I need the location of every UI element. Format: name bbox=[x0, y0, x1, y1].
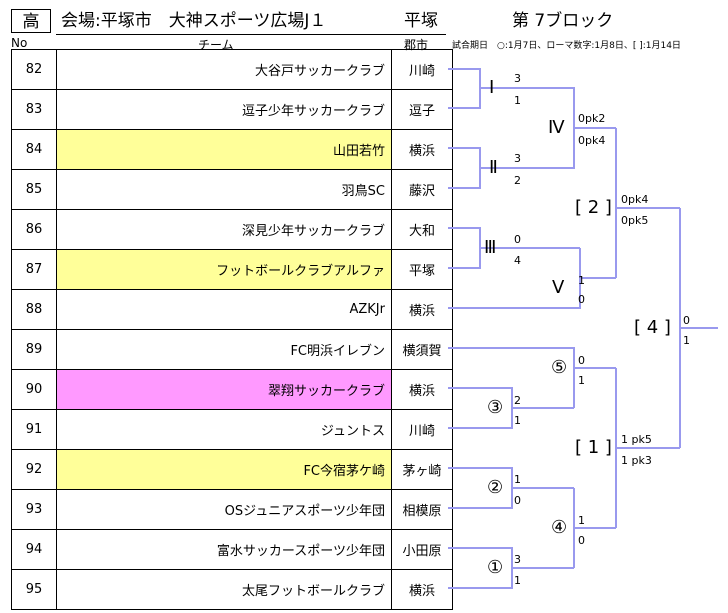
venue-city: 平塚 bbox=[404, 11, 438, 31]
column-header-city: 郡市 bbox=[404, 38, 429, 52]
venue-title: 会場:平塚市 大神スポーツ広場J１ bbox=[61, 11, 327, 31]
score-c5-top: 0 bbox=[578, 354, 585, 367]
score-b1-bottom: 1 pk3 bbox=[621, 454, 652, 467]
team-name: 太尾フットボールクラブ bbox=[56, 569, 392, 610]
team-number: 92 bbox=[11, 449, 57, 490]
score-b4-bottom: 1 bbox=[683, 334, 690, 347]
score-II-top: 3 bbox=[514, 152, 521, 165]
round-label-III: Ⅲ bbox=[484, 237, 497, 258]
team-name: OSジュニアスポーツ少年団 bbox=[56, 489, 392, 530]
round-label-c2: ② bbox=[487, 477, 504, 498]
round-label-II: Ⅱ bbox=[489, 157, 498, 178]
team-city: 横浜 bbox=[391, 369, 453, 410]
team-name: 大谷戸サッカークラブ bbox=[56, 49, 392, 90]
team-number: 95 bbox=[11, 569, 57, 610]
score-b2-top: 0pk4 bbox=[621, 193, 649, 206]
score-b1-top: 1 pk5 bbox=[621, 433, 652, 446]
block-title: 第 7ブロック bbox=[512, 11, 614, 31]
round-label-b2: [ 2 ] bbox=[575, 197, 612, 218]
score-IV-top: 0pk2 bbox=[578, 112, 606, 125]
score-c1-bottom: 1 bbox=[514, 574, 521, 587]
round-label-I: Ⅰ bbox=[489, 77, 495, 98]
schedule-legend: 試合期日 ○:1月7日、ローマ数字:1月8日、[ ]:1月14日 bbox=[452, 41, 681, 51]
round-label-b1: [ 1 ] bbox=[575, 437, 612, 458]
team-number: 86 bbox=[11, 209, 57, 250]
bracket-line-match-V bbox=[448, 248, 581, 309]
round-label-c1: ① bbox=[487, 557, 504, 578]
bracket-line-match-III bbox=[448, 227, 481, 269]
score-IV-bottom: 0pk4 bbox=[578, 134, 606, 147]
round-label-c5: ⑤ bbox=[551, 357, 568, 378]
team-number: 87 bbox=[11, 249, 57, 290]
category-badge: 高 bbox=[11, 9, 51, 33]
team-city: 小田原 bbox=[391, 529, 453, 570]
score-II-bottom: 2 bbox=[514, 174, 521, 187]
bracket-line-match-II bbox=[448, 147, 481, 189]
team-name: 深見少年サッカークラブ bbox=[56, 209, 392, 250]
score-b2-bottom: 0pk5 bbox=[621, 214, 649, 227]
team-city: 茅ヶ崎 bbox=[391, 449, 453, 490]
round-label-c3: ③ bbox=[487, 397, 504, 418]
team-name: 富水サッカースポーツ少年団 bbox=[56, 529, 392, 570]
score-III-bottom: 4 bbox=[514, 254, 521, 267]
round-label-b4: [ 4 ] bbox=[634, 317, 671, 338]
round-label-c4: ④ bbox=[551, 517, 568, 538]
team-city: 相模原 bbox=[391, 489, 453, 530]
team-name: 山田若竹 bbox=[56, 129, 392, 170]
score-c2-bottom: 0 bbox=[514, 494, 521, 507]
score-c1-top: 3 bbox=[514, 553, 521, 566]
team-name: 逗子少年サッカークラブ bbox=[56, 89, 392, 130]
score-V-top: 1 bbox=[578, 274, 585, 287]
score-b4-top: 0 bbox=[683, 314, 690, 327]
team-city: 大和 bbox=[391, 209, 453, 250]
team-name: フットボールクラブアルファ bbox=[56, 249, 392, 290]
column-header-team: チーム bbox=[198, 38, 234, 52]
team-city: 横浜 bbox=[391, 569, 453, 610]
team-number: 82 bbox=[11, 49, 57, 90]
score-III-top: 0 bbox=[514, 233, 521, 246]
bracket-line-match-I bbox=[448, 68, 481, 109]
column-header-no: No bbox=[11, 36, 28, 50]
round-label-V: Ⅴ bbox=[552, 277, 565, 298]
team-number: 88 bbox=[11, 289, 57, 330]
team-city: 横浜 bbox=[391, 129, 453, 170]
round-label-IV: Ⅳ bbox=[548, 117, 565, 138]
team-city: 逗子 bbox=[391, 89, 453, 130]
team-name: 羽鳥SC bbox=[56, 169, 392, 210]
team-name: 翠翔サッカークラブ bbox=[56, 369, 392, 410]
score-c4-bottom: 0 bbox=[578, 534, 585, 547]
score-c3-bottom: 1 bbox=[514, 414, 521, 427]
bracket-connectors bbox=[448, 68, 718, 589]
score-V-bottom: 0 bbox=[578, 293, 585, 306]
team-name: FC今宿茅ケ崎 bbox=[56, 449, 392, 490]
score-c3-top: 2 bbox=[514, 394, 521, 407]
score-I-top: 3 bbox=[514, 72, 521, 85]
score-I-bottom: 1 bbox=[514, 94, 521, 107]
score-c4-top: 1 bbox=[578, 514, 585, 527]
score-c2-top: 1 bbox=[514, 473, 521, 486]
bracket-line-match-5 bbox=[448, 347, 575, 408]
score-c5-bottom: 1 bbox=[578, 374, 585, 387]
header-underline bbox=[56, 34, 446, 35]
